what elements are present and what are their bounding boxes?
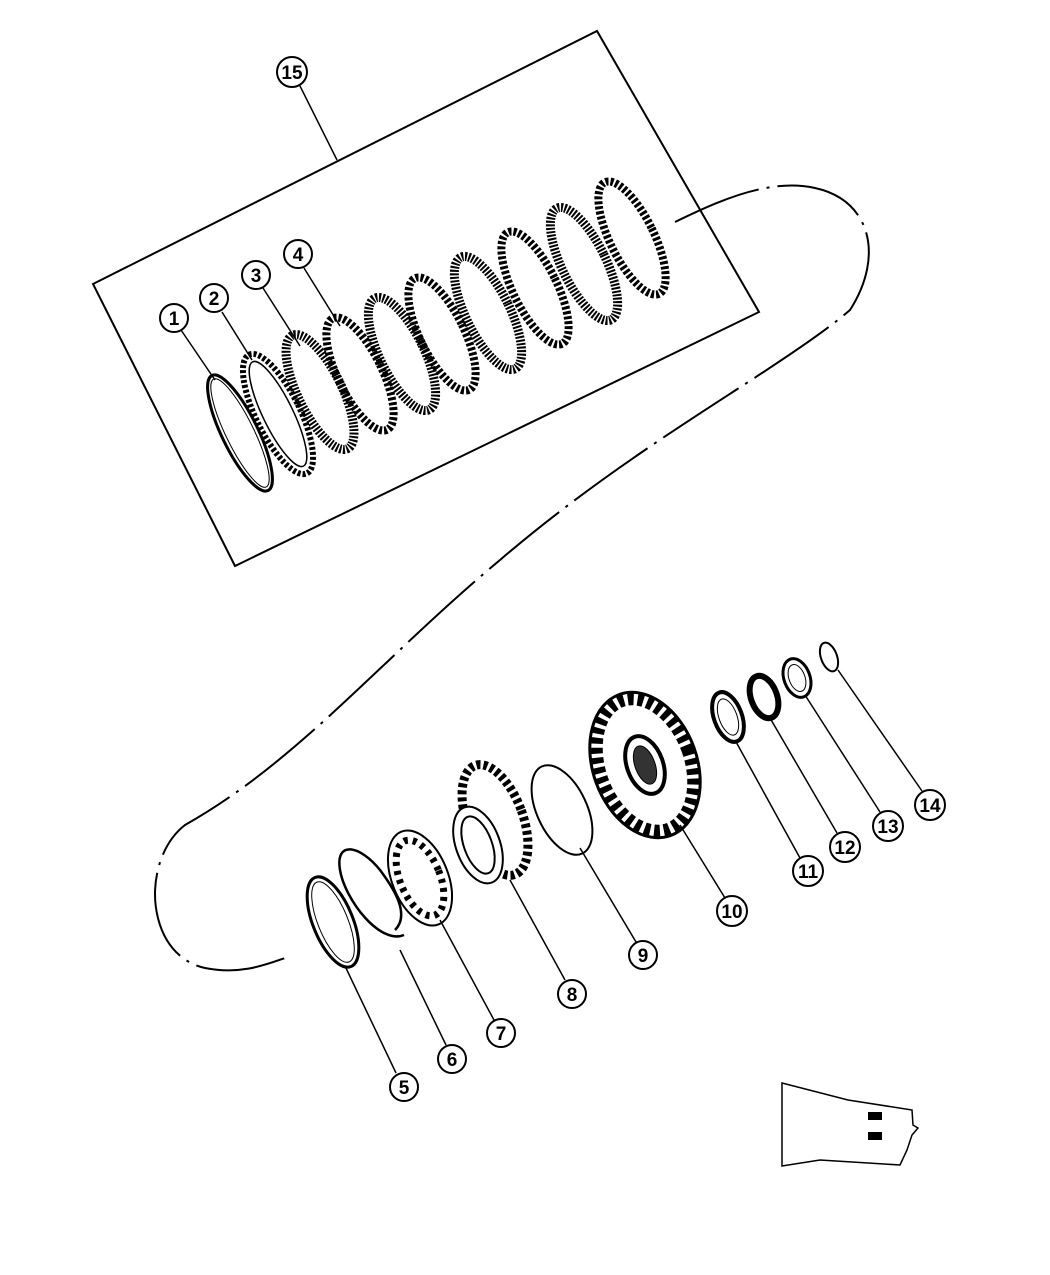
svg-text:15: 15 xyxy=(281,63,303,84)
callout-5: 5 xyxy=(389,1072,419,1102)
bearing-part xyxy=(746,672,782,722)
callout-10: 10 xyxy=(716,895,748,927)
assembly-path-line xyxy=(154,184,870,972)
clutch-plate-8 xyxy=(497,227,573,349)
svg-text:9: 9 xyxy=(638,946,649,967)
callout-11: 11 xyxy=(792,855,824,887)
belleville-spring-slots xyxy=(392,836,448,920)
belleville-spring-part xyxy=(386,829,454,927)
svg-text:12: 12 xyxy=(834,838,855,859)
callout-12: 12 xyxy=(829,831,861,863)
callout-7: 7 xyxy=(486,1018,516,1048)
piston-hub-part xyxy=(452,760,533,885)
clutch-disc-9 xyxy=(545,202,623,326)
o-ring-seal-part xyxy=(530,764,594,856)
callout-14: 14 xyxy=(914,789,946,821)
clutch-disc-3 xyxy=(281,330,359,454)
callout-3: 3 xyxy=(241,260,271,290)
thrust-washer-inner xyxy=(716,698,740,736)
thrust-plate-inner xyxy=(311,881,355,963)
svg-text:10: 10 xyxy=(721,902,742,923)
callout-9: 9 xyxy=(628,940,658,970)
clutch-plate-10 xyxy=(594,177,670,299)
callout-4: 4 xyxy=(283,239,313,269)
svg-text:11: 11 xyxy=(798,862,819,883)
thrust-washer-part xyxy=(710,690,746,744)
svg-text:2: 2 xyxy=(209,289,220,310)
reaction-plate-inner xyxy=(248,360,308,468)
clutch-hub-drum-part xyxy=(588,690,702,840)
clutch-plate-4 xyxy=(322,313,398,435)
svg-text:5: 5 xyxy=(399,1078,410,1099)
small-snap-ring-part xyxy=(818,641,840,673)
svg-text:3: 3 xyxy=(251,266,262,287)
svg-text:13: 13 xyxy=(877,817,898,838)
clutch-plate-6 xyxy=(404,273,480,395)
svg-text:8: 8 xyxy=(567,985,578,1006)
svg-text:4: 4 xyxy=(293,245,304,266)
callout-13: 13 xyxy=(872,810,904,842)
washer-part xyxy=(781,657,813,699)
open-snap-ring-part xyxy=(338,848,405,938)
svg-text:6: 6 xyxy=(447,1050,458,1071)
callout-2: 2 xyxy=(199,283,229,313)
washer-inner xyxy=(787,664,807,692)
callout-15: 15 xyxy=(276,56,308,88)
snap-ring-inner xyxy=(210,378,270,488)
clutch-pack-box xyxy=(91,29,761,568)
svg-text:7: 7 xyxy=(496,1024,507,1045)
transmission-locator-icon xyxy=(781,1082,920,1167)
callout-1: 1 xyxy=(159,303,189,333)
leader-lines xyxy=(180,85,923,1074)
callout-8: 8 xyxy=(557,979,587,1009)
thrust-plate-part xyxy=(305,875,361,969)
clutch-disc-7 xyxy=(449,251,527,375)
svg-text:14: 14 xyxy=(919,796,941,817)
svg-text:1: 1 xyxy=(169,309,180,330)
callout-6: 6 xyxy=(437,1044,467,1074)
clutch-disc-5 xyxy=(363,292,441,416)
